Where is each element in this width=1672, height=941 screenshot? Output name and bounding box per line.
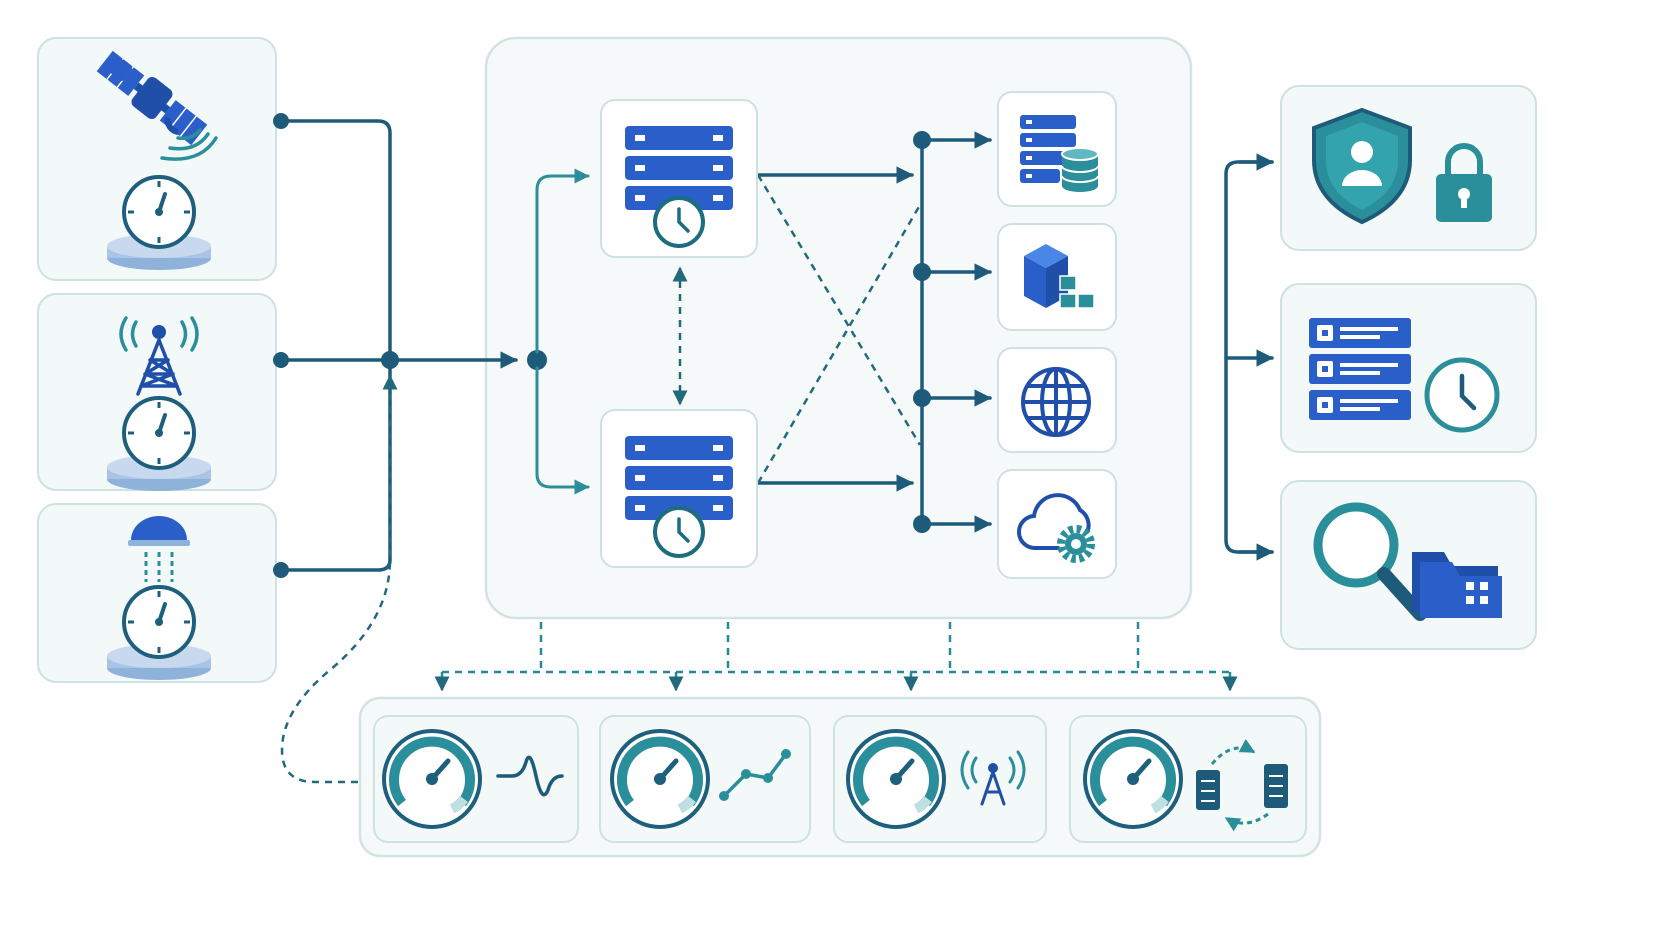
monitor-tile-trend xyxy=(599,715,811,843)
globe-icon xyxy=(1021,367,1091,437)
output-database xyxy=(997,91,1117,207)
service-connectors xyxy=(1224,153,1274,561)
output-cloud xyxy=(997,469,1117,579)
primary-time-server xyxy=(600,99,758,258)
cube-blocks-icon xyxy=(1024,244,1095,309)
list-panel-icon xyxy=(1309,318,1411,420)
gauge-icon xyxy=(1085,731,1181,827)
radio-tower-icon xyxy=(119,316,199,396)
shield-user-icon xyxy=(1312,107,1412,225)
secondary-time-server xyxy=(600,409,758,568)
magnifier-icon xyxy=(1313,502,1427,621)
padlock-icon xyxy=(1436,143,1492,222)
database-server-icon xyxy=(1020,115,1099,192)
satellite-icon xyxy=(96,50,218,161)
monitor-tile-sync xyxy=(1069,715,1307,843)
server-sync-icon xyxy=(1196,738,1288,832)
gauge-icon xyxy=(848,731,944,827)
monitoring-connectors xyxy=(434,622,1238,692)
antenna-icon xyxy=(960,750,1026,806)
beacon-icon xyxy=(128,516,190,582)
clock-icon xyxy=(653,196,705,248)
cloud-gear-icon xyxy=(1017,493,1095,563)
gauge-icon xyxy=(384,731,480,827)
trend-line-icon xyxy=(719,749,791,801)
output-blocks xyxy=(997,223,1117,331)
clock-icon xyxy=(1424,357,1500,433)
clock-icon xyxy=(653,506,705,558)
folder-icon xyxy=(1412,552,1502,618)
waveform-icon xyxy=(496,755,564,797)
output-network xyxy=(997,347,1117,453)
gauge-icon xyxy=(612,731,708,827)
core-connectors xyxy=(535,131,992,533)
source-connectors xyxy=(273,113,547,784)
source-card-satellite xyxy=(37,37,277,281)
monitor-tile-signal xyxy=(373,715,579,843)
monitor-tile-antenna xyxy=(833,715,1047,843)
